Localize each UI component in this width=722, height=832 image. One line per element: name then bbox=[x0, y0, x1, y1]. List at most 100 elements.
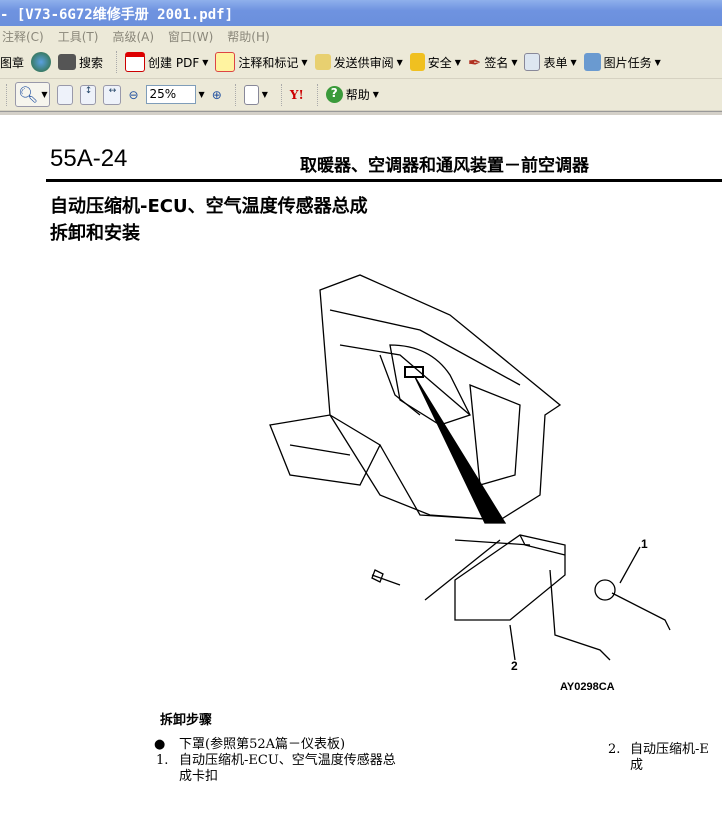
binoculars-icon bbox=[58, 54, 77, 70]
create-pdf-button[interactable]: 创建 PDF▼ bbox=[125, 52, 208, 72]
toolbar-separator bbox=[116, 51, 119, 73]
pen-icon: ✒ bbox=[467, 52, 482, 72]
zoom-out-button[interactable]: ⊖ bbox=[128, 88, 138, 102]
menu-tools[interactable]: 工具(T) bbox=[57, 30, 99, 44]
comment-button[interactable]: 注释和标记▼ bbox=[215, 52, 308, 72]
step-text-continued: 成卡扣 bbox=[179, 769, 219, 784]
step-text: 自动压缩机-ECU、空气温度传感器总 bbox=[179, 753, 396, 768]
view-toolbar: 🔍︎▼ ↕ ↔ ⊖ 25%▼ ⊕ ▼ Y! ?帮助▼ bbox=[0, 79, 722, 111]
callout-label-1: 1 bbox=[641, 537, 648, 551]
menu-window[interactable]: 窗口(W) bbox=[168, 30, 214, 44]
dropdown-arrow-icon: ▼ bbox=[41, 90, 48, 99]
fit-page-button[interactable]: ↕ bbox=[80, 84, 97, 105]
picture-tasks-label: 图片任务 bbox=[603, 55, 652, 70]
create-pdf-label: 创建 PDF bbox=[148, 55, 200, 70]
fit-height-icon: ↕ bbox=[80, 84, 97, 105]
dropdown-arrow-icon: ▼ bbox=[372, 90, 379, 99]
dropdown-arrow-icon: ▼ bbox=[396, 57, 403, 67]
heading-line-1: 自动压缩机-ECU、空气温度传感器总成 bbox=[50, 196, 368, 217]
lock-icon bbox=[409, 53, 425, 71]
actual-size-button[interactable] bbox=[57, 84, 74, 105]
dropdown-arrow-icon: ▼ bbox=[511, 57, 518, 67]
heading-line-2: 拆卸和安装 bbox=[50, 223, 140, 244]
callout-label-2: 2 bbox=[511, 659, 518, 673]
dashboard-illustration bbox=[269, 274, 671, 661]
rotate-page-button[interactable]: ▼ bbox=[243, 84, 268, 105]
comment-label: 注释和标记 bbox=[238, 55, 299, 70]
search-label: 搜索 bbox=[79, 55, 104, 70]
toolbar-separator bbox=[316, 83, 320, 106]
yahoo-icon: Y! bbox=[289, 87, 304, 102]
document-page: 55A-24 取暖器、空调器和通风装置－前空调器 自动压缩机-ECU、空气温度传… bbox=[0, 115, 722, 832]
help-question-icon: ? bbox=[325, 86, 343, 103]
forms-button[interactable]: 表单▼ bbox=[524, 53, 577, 71]
sign-label: 签名 bbox=[484, 55, 509, 70]
section-heading: 自动压缩机-ECU、空气温度传感器总成 拆卸和安装 bbox=[50, 193, 368, 247]
sign-button[interactable]: ✒签名▼ bbox=[468, 53, 518, 72]
step-marker: 2. bbox=[608, 742, 621, 757]
security-button[interactable]: 安全▼ bbox=[409, 53, 461, 71]
page-number: 55A-24 bbox=[50, 145, 128, 172]
step-item: 2. 自动压缩机-E 成 bbox=[608, 742, 709, 774]
menu-bar: 注释(C) 工具(T) 高级(A) 窗口(W) 帮助(H) bbox=[0, 26, 722, 46]
header-rule bbox=[46, 179, 722, 182]
step-text: 下罩(参照第52A篇－仪表板) bbox=[179, 737, 346, 752]
email-button[interactable] bbox=[31, 52, 52, 72]
send-review-icon bbox=[314, 54, 331, 70]
search-button[interactable]: 搜索 bbox=[58, 54, 103, 71]
plus-circle-icon: ⊕ bbox=[211, 87, 222, 102]
dropdown-arrow-icon: ▼ bbox=[654, 57, 661, 67]
security-label: 安全 bbox=[427, 55, 452, 70]
zoom-tool-button[interactable]: 🔍︎▼ bbox=[15, 82, 51, 107]
toolbar-separator bbox=[280, 83, 284, 106]
window-title: - [V73-6G72维修手册 2001.pdf] bbox=[0, 7, 234, 23]
minus-circle-icon: ⊖ bbox=[128, 87, 139, 102]
fit-width-icon: ↔ bbox=[103, 84, 122, 105]
stamp-button[interactable]: 图章 bbox=[0, 54, 24, 71]
help-label: 帮助 bbox=[345, 88, 370, 102]
zoom-in-magnifier-icon: 🔍︎ bbox=[18, 85, 39, 104]
step-text-continued: 成 bbox=[630, 758, 644, 773]
send-review-label: 发送供审阅 bbox=[333, 55, 394, 70]
toolbar-grip bbox=[6, 83, 9, 106]
toolbar-separator bbox=[234, 83, 238, 106]
document-pane-border bbox=[0, 111, 722, 115]
chapter-title: 取暖器、空调器和通风装置－前空调器 bbox=[300, 156, 589, 176]
step-item: ● 下罩(参照第52A篇－仪表板) bbox=[154, 737, 394, 753]
page-icon bbox=[57, 84, 74, 105]
step-marker: 1. bbox=[156, 753, 169, 768]
forms-icon bbox=[524, 53, 541, 71]
zoom-in-button[interactable]: ⊕ bbox=[212, 88, 222, 102]
dropdown-arrow-icon: ▼ bbox=[202, 57, 209, 67]
dropdown-arrow-icon: ▼ bbox=[261, 90, 268, 99]
picture-icon bbox=[583, 53, 601, 71]
dropdown-arrow-icon: ▼ bbox=[570, 57, 577, 67]
stamp-label: 图章 bbox=[0, 55, 25, 70]
window-title-bar: - [V73-6G72维修手册 2001.pdf] bbox=[0, 0, 722, 26]
fit-width-button[interactable]: ↔ bbox=[103, 84, 122, 105]
rotate-page-icon bbox=[243, 84, 259, 105]
dropdown-arrow-icon: ▼ bbox=[454, 57, 461, 67]
menu-comment[interactable]: 注释(C) bbox=[2, 30, 44, 44]
zoom-level-select[interactable]: 25%▼ bbox=[145, 85, 205, 104]
yahoo-button[interactable]: Y! bbox=[290, 88, 304, 102]
help-button[interactable]: ?帮助▼ bbox=[325, 86, 379, 103]
menu-advanced[interactable]: 高级(A) bbox=[112, 30, 155, 44]
zoom-level-input[interactable]: 25% bbox=[145, 85, 196, 104]
forms-label: 表单 bbox=[543, 55, 568, 70]
pdf-icon bbox=[125, 52, 146, 72]
removal-steps: 拆卸步骤 ● 下罩(参照第52A篇－仪表板) 1. 自动压缩机-ECU、空气温度传感… bbox=[154, 713, 400, 785]
picture-tasks-button[interactable]: 图片任务▼ bbox=[583, 53, 661, 71]
comment-icon bbox=[215, 52, 236, 72]
step-text: 自动压缩机-E bbox=[630, 742, 709, 757]
send-review-button[interactable]: 发送供审阅▼ bbox=[314, 54, 403, 71]
steps-title: 拆卸步骤 bbox=[160, 713, 213, 728]
dropdown-arrow-icon: ▼ bbox=[301, 57, 308, 67]
step-marker: ● bbox=[154, 737, 166, 752]
main-toolbar: 图章 搜索 创建 PDF▼ 注释和标记▼ 发送供审阅▼ 安全▼ ✒签名▼ 表单▼… bbox=[0, 46, 722, 79]
email-globe-icon bbox=[31, 52, 52, 72]
step-item: 1. 自动压缩机-ECU、空气温度传感器总 bbox=[156, 753, 396, 769]
dropdown-arrow-icon: ▼ bbox=[198, 90, 205, 99]
menu-help[interactable]: 帮助(H) bbox=[227, 30, 270, 44]
figure-code: AY0298CA bbox=[560, 681, 615, 693]
